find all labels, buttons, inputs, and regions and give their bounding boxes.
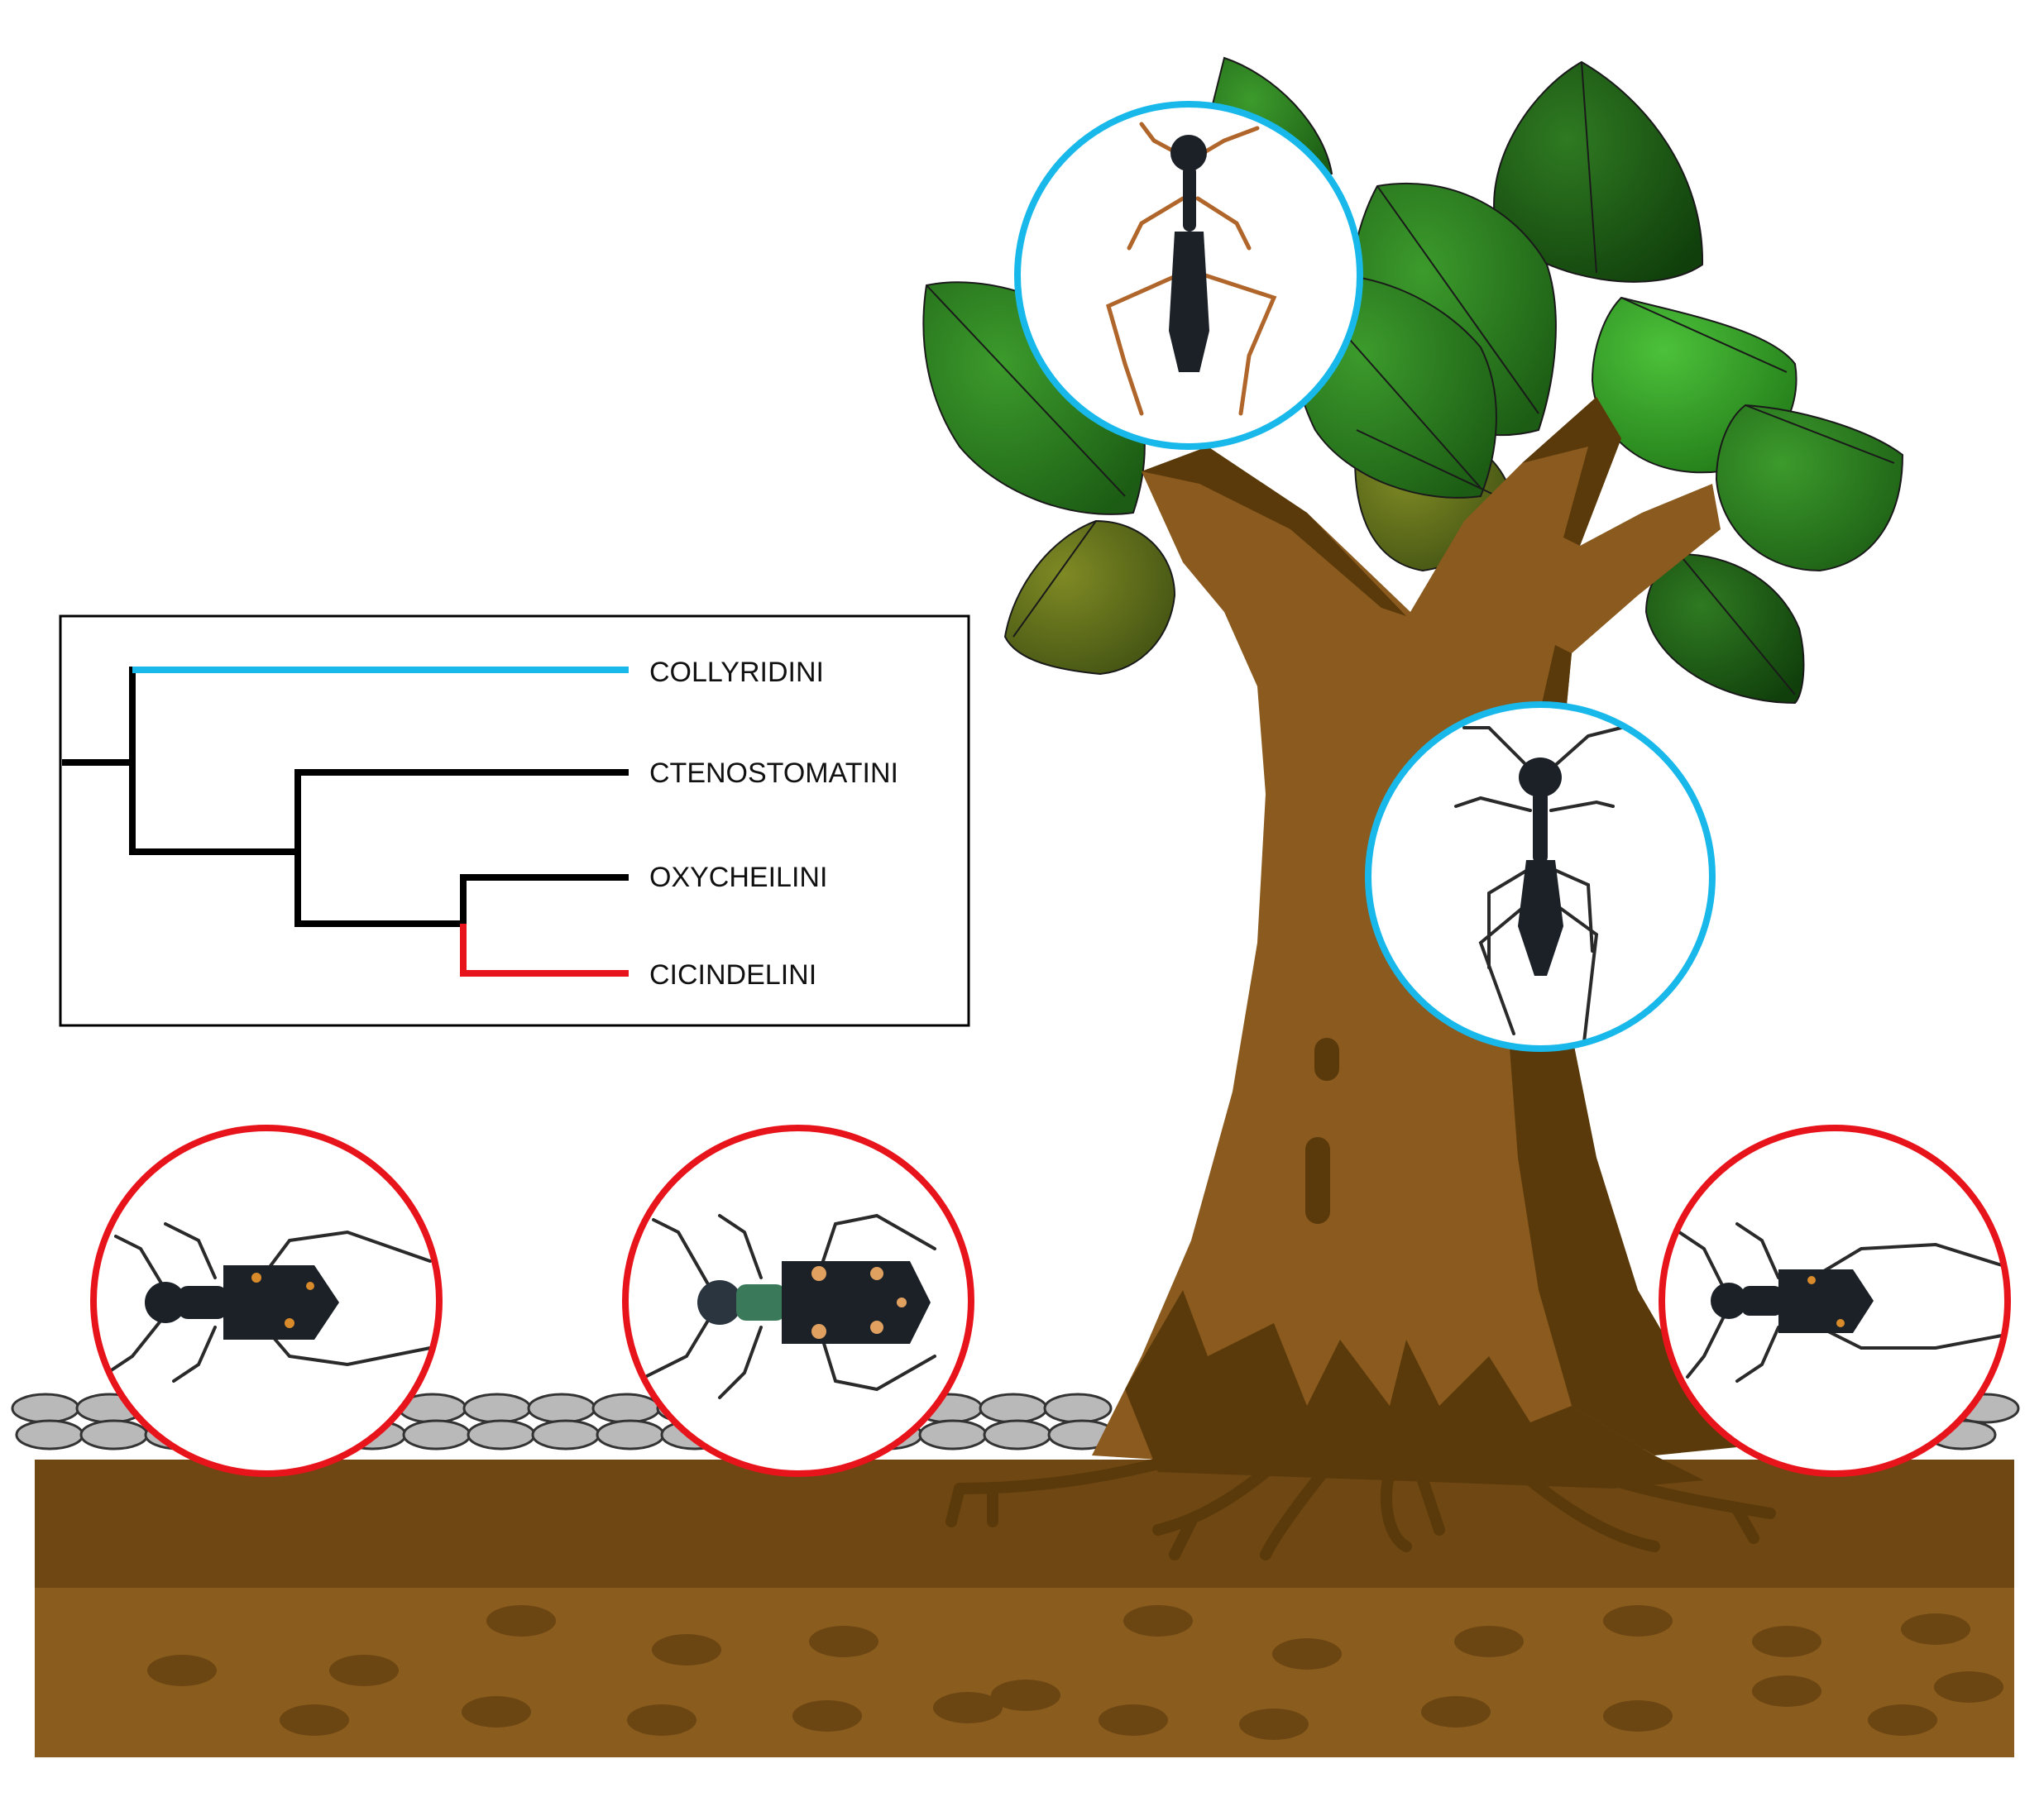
pebble [79,1419,149,1451]
beetle-photo [1105,122,1277,416]
branch-shadow [1142,447,1406,616]
soil-spot [1099,1704,1168,1736]
soil-spot [1752,1675,1821,1707]
terrestrial-specimen-roundel [1659,1125,2011,1477]
beetle-photo [1678,1222,2003,1383]
soil-spot [280,1704,349,1736]
trunk-shadow [1125,1290,1704,1489]
soil-spot [627,1704,696,1736]
soil-spot [1868,1704,1937,1736]
pebble [531,1419,601,1451]
soil-spots [147,1605,2003,1740]
soil-spot [652,1634,721,1666]
soil-spot [1603,1700,1673,1732]
terrestrial-ring [622,1125,974,1477]
pebble [402,1419,472,1451]
arboreal-specimen-roundel [1365,701,1716,1052]
leaf [1003,519,1176,676]
pebble [15,1419,84,1451]
soil-spot [1239,1709,1309,1740]
pebble [591,1393,661,1424]
soil-spot [1123,1605,1193,1637]
pebble [1043,1393,1113,1424]
terrestrial-ring [1659,1125,2011,1477]
terrestrial-specimen-roundel [90,1125,443,1477]
tree-roots [945,1458,1776,1560]
soil-spot [486,1605,556,1637]
soil-spot [147,1655,217,1686]
soil-spot [1603,1605,1673,1637]
phylogeny-panel: COLLYRIDINI CTENOSTOMATINI OXYCHEILINI C… [59,614,970,1027]
pebble [11,1393,80,1424]
cladogram [62,667,629,977]
phylogeny-frame [59,614,970,1027]
branch-shadow [1522,397,1621,546]
soil-spot [809,1626,878,1657]
taxon-label: OXYCHEILINI [649,862,827,893]
tree-canopy [922,56,1904,705]
pebble [462,1393,532,1424]
beetle-photo [1454,726,1623,1044]
soil-spot [933,1692,1003,1723]
pebble [983,1419,1052,1451]
pebble [979,1393,1048,1424]
soil-spot [462,1696,531,1728]
arboreal-specimen-roundel [1014,101,1363,450]
leaf [1715,404,1904,572]
soil-spot [1454,1626,1524,1657]
taxon-label: COLLYRIDINI [649,657,824,688]
soil-spot [1934,1671,2003,1703]
soil-top-layer [35,1460,2014,1592]
pebble [467,1419,536,1451]
soil-spot [1901,1613,1970,1645]
taxon-label: CTENOSTOMATINI [649,758,898,789]
pebble [596,1419,665,1451]
trunk-knot [1314,1038,1339,1081]
beetle-photo [644,1213,936,1399]
trunk-knot [1305,1137,1330,1224]
leaf [1644,552,1805,705]
beetle-photo [106,1222,432,1383]
pebble [918,1419,988,1451]
terrestrial-specimen-roundel [622,1125,974,1477]
leaf [1493,60,1704,283]
arboreal-ring [1365,701,1716,1052]
pebble [527,1393,596,1424]
soil-spot [792,1700,862,1732]
soil-spot [991,1680,1060,1711]
terrestrial-ring [90,1125,443,1477]
soil-spot [1752,1626,1821,1657]
soil-spot [329,1655,399,1686]
arboreal-ring [1014,101,1363,450]
soil-spot [1421,1696,1491,1728]
trunk-shadow [1505,645,1737,1455]
soil-spot [1272,1638,1342,1670]
taxon-label: CICINDELINI [649,959,816,991]
